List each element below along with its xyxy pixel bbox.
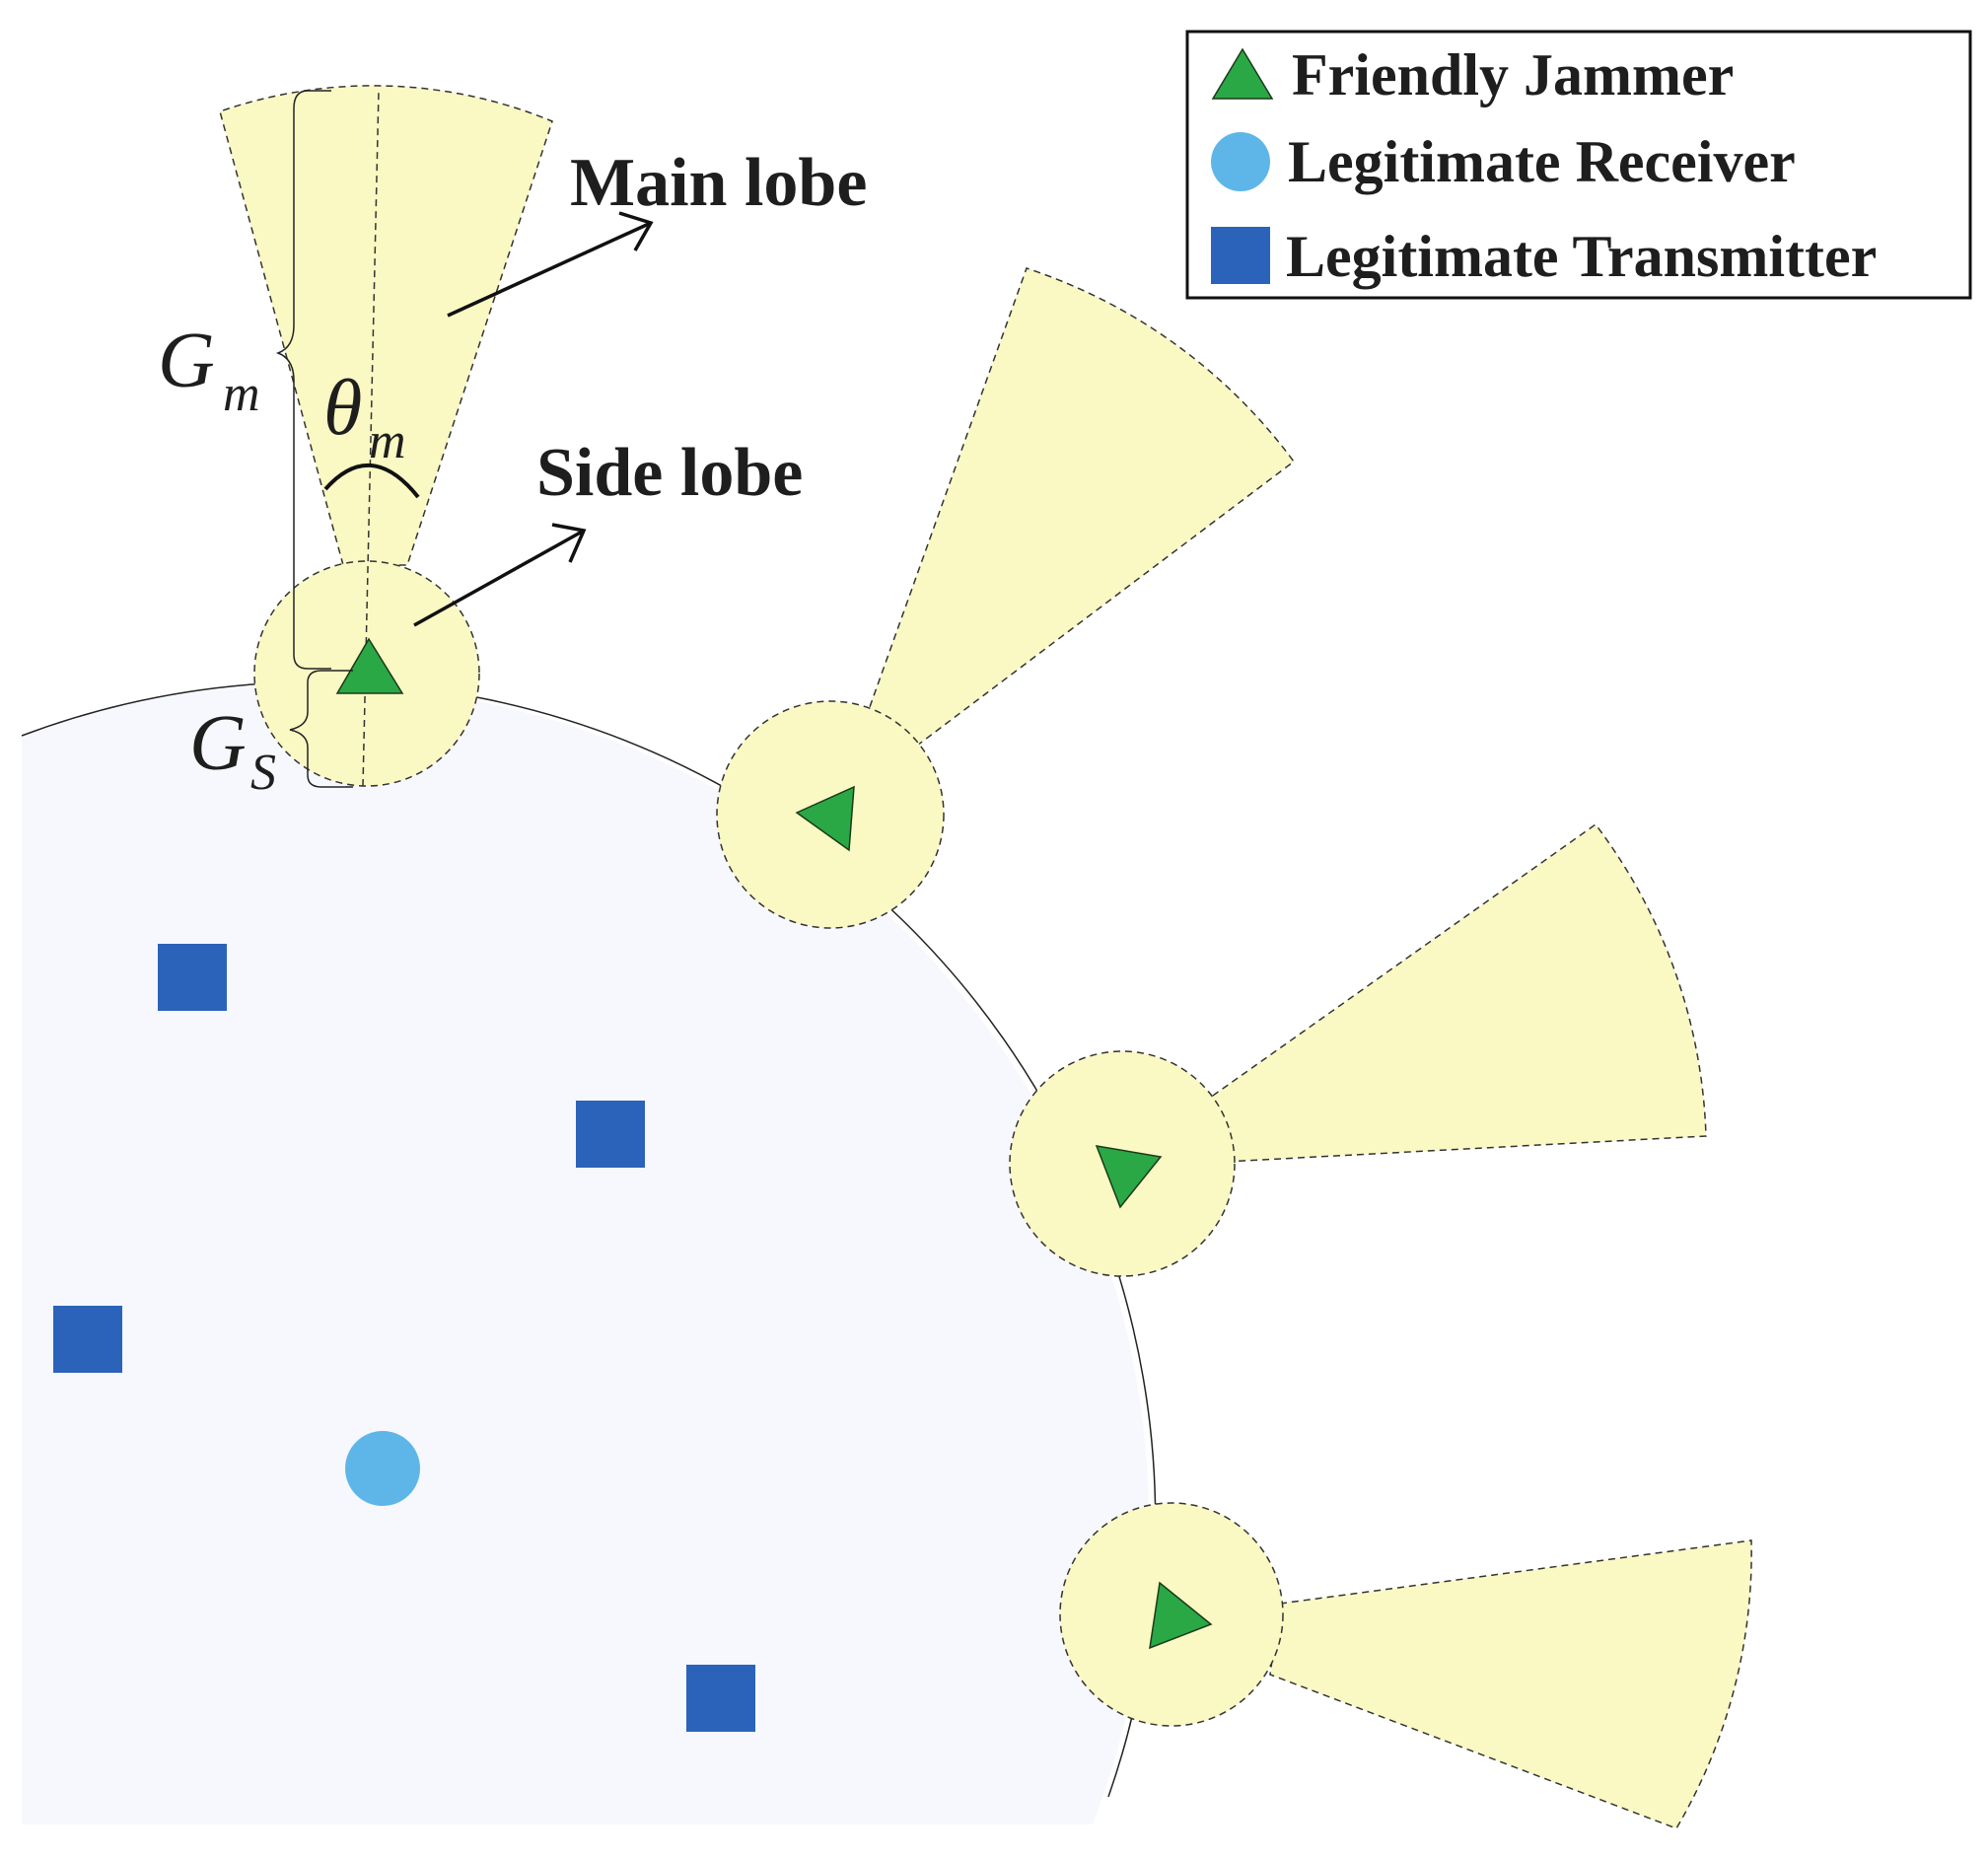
legend-label-legitimate-receiver: Legitimate Receiver xyxy=(1288,129,1796,194)
legend-square-icon xyxy=(1211,227,1270,284)
friendly-jammer-2 xyxy=(795,785,855,852)
legitimate-transmitter-2 xyxy=(576,1101,645,1168)
main-lobe-label: Main lobe xyxy=(570,145,867,221)
legend-label-legitimate-transmitter: Legitimate Transmitter xyxy=(1286,224,1877,289)
legend-triangle-icon xyxy=(1211,47,1274,100)
legitimate-transmitter-3 xyxy=(53,1306,122,1373)
gain-side-symbol: G xyxy=(189,700,247,787)
side-lobe-label: Side lobe xyxy=(536,435,803,511)
jammer-3-beam xyxy=(1009,822,1707,1277)
gain-side-subscript: S xyxy=(250,745,276,801)
jammer-2-beam xyxy=(716,267,1296,929)
side-lobe-arrow xyxy=(413,523,587,627)
main-lobe-2 xyxy=(865,267,1296,752)
coverage-region xyxy=(22,683,1150,1824)
friendly-jammer-4 xyxy=(1149,1581,1213,1650)
main-lobe-1 xyxy=(219,85,553,566)
legend-label-friendly-jammer: Friendly Jammer xyxy=(1292,42,1734,107)
friendly-jammer-3 xyxy=(1095,1145,1163,1209)
beam-angle-subscript: m xyxy=(369,413,406,469)
legend-circle-icon xyxy=(1211,132,1270,191)
gain-main-subscript: m xyxy=(223,366,260,422)
beam-angle-arc xyxy=(323,464,420,499)
friendly-jammer-1 xyxy=(335,637,404,694)
gain-side-bracket xyxy=(289,670,353,788)
jammer-1-beam xyxy=(219,85,553,787)
legend: Friendly Jammer Legitimate Receiver Legi… xyxy=(1185,30,1972,300)
beam-axis-line xyxy=(362,90,380,787)
main-lobe-4 xyxy=(1269,1539,1752,1829)
main-lobe-arrow xyxy=(447,211,654,318)
gain-main-symbol: G xyxy=(158,318,215,404)
main-lobe-3 xyxy=(1202,822,1707,1163)
jammer-4-beam xyxy=(1059,1502,1752,1829)
gain-main-bracket xyxy=(275,90,331,670)
legend-box xyxy=(1185,30,1972,300)
legitimate-transmitter-4 xyxy=(686,1665,755,1732)
legitimate-receiver xyxy=(345,1431,420,1506)
legitimate-transmitter-1 xyxy=(158,944,227,1011)
beam-angle-symbol: θ xyxy=(323,365,362,452)
